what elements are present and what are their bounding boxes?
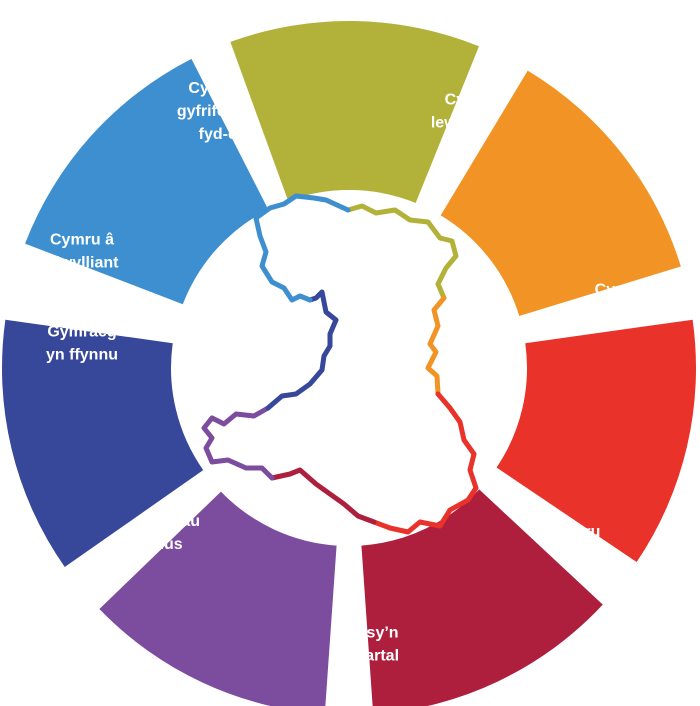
goal-segment-prosperous bbox=[230, 20, 479, 203]
goal-label-line: Gydnerth bbox=[584, 305, 655, 322]
goal-label-line: bywiog bbox=[54, 278, 109, 295]
goal-label-line: lewyrchus bbox=[431, 115, 509, 132]
goal-label-line: lle mae’r bbox=[50, 301, 115, 318]
wales-outline-segment bbox=[201, 405, 275, 481]
wales-outline-segment bbox=[371, 391, 479, 535]
goal-label-prosperous: Cymru lewyrchus bbox=[431, 92, 509, 132]
wales-outline-segment bbox=[265, 289, 339, 411]
goal-label-line: yn ffynnu bbox=[46, 347, 118, 364]
goal-segment-global bbox=[25, 58, 269, 305]
goal-label-line: Cymru sy’n bbox=[311, 625, 398, 642]
goal-label-line: Cymru bbox=[550, 524, 601, 541]
wales-outline-segment bbox=[345, 203, 459, 301]
goal-label-line: Cymru bbox=[595, 282, 646, 299]
goal-label-line: Cymru bbox=[445, 92, 496, 109]
wales-outline-rainbow-icon bbox=[201, 193, 479, 535]
goal-label-line: fwy cyfartal bbox=[311, 648, 399, 665]
goal-label-equal: Cymru sy’n fwy cyfartal bbox=[311, 625, 399, 665]
wales-outline-segment bbox=[253, 193, 351, 303]
goal-label-line: Gymraeg bbox=[47, 324, 116, 341]
goal-label-line: fyd-eang bbox=[199, 126, 266, 143]
wales-outline-segment bbox=[269, 467, 377, 525]
goal-segment-resilient bbox=[440, 70, 681, 316]
goal-segment-equal bbox=[361, 489, 603, 706]
goal-label-line: Cymru â bbox=[50, 232, 114, 249]
goal-label-line: cydlynus bbox=[113, 536, 182, 553]
goal-segment-culture bbox=[1, 319, 204, 568]
goal-label-line: Iachach bbox=[545, 547, 605, 564]
goal-segment-healthier bbox=[496, 319, 696, 563]
wales-outline-segment bbox=[425, 295, 447, 397]
goal-segment-communities bbox=[99, 491, 337, 706]
goal-label-line: diwylliant bbox=[46, 255, 120, 272]
